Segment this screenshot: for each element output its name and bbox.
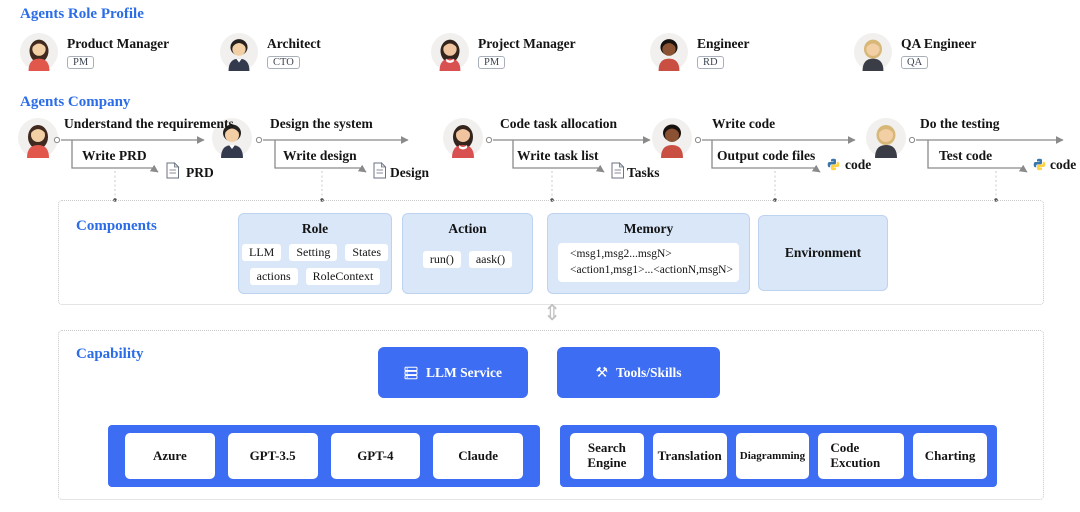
workflow-task-label: Write code <box>712 116 776 131</box>
role-name: Architect <box>267 36 321 51</box>
role-attr-chip: Setting <box>289 244 338 261</box>
document-icon <box>373 162 387 179</box>
card-title: Role <box>301 221 329 236</box>
tool-card: Translation <box>652 433 727 479</box>
exchange-arrow-icon: ⇕ <box>543 301 562 326</box>
components-section <box>58 200 1044 305</box>
server-icon <box>404 366 418 379</box>
role-badge: PM <box>478 55 506 69</box>
memory-line: <action1,msg1>...<actionN,msgN> <box>570 263 733 276</box>
tool-card: Code Excution <box>818 433 905 479</box>
environment-component-card: Environment <box>758 215 888 291</box>
role-card-architect: Architect CTO <box>220 33 321 71</box>
connector-dot <box>485 136 493 144</box>
workflow-avatar-product-manager-icon <box>18 118 58 158</box>
llm-providers-bar: Azure GPT-3.5 GPT-4 Claude <box>108 425 540 487</box>
role-attr-chip: States <box>345 244 389 261</box>
tools-skills-button: ⚒ Tools/Skills <box>557 347 720 398</box>
connector-dot <box>694 136 702 144</box>
workflow-task-label: Do the testing <box>920 116 1000 131</box>
card-title: Memory <box>623 221 674 236</box>
avatar-project-manager-icon <box>431 33 469 71</box>
workflow-action-label: Write task list <box>517 148 599 163</box>
role-attr-chip: RoleContext <box>305 268 381 285</box>
workflow-task-label: Code task allocation <box>500 116 618 131</box>
card-title: Environment <box>784 245 862 260</box>
memory-line: <msg1,msg2...msgN> <box>570 248 672 260</box>
workflow-artifact-label: Design <box>390 165 430 180</box>
workflow-action-label: Write design <box>283 148 357 163</box>
role-card-qa-engineer: QA Engineer QA <box>854 33 976 71</box>
tool-card: Charting <box>913 433 987 479</box>
workflow-avatar-engineer-icon <box>652 118 692 158</box>
tool-card: Diagramming <box>735 433 810 479</box>
capability-label: Capability <box>76 346 144 362</box>
workflow-artifact-label: code <box>1050 157 1077 172</box>
tools-bar: Search Engine Translation Diagramming Co… <box>560 425 997 487</box>
action-method-chip: aask() <box>468 251 513 268</box>
memory-content-box: <msg1,msg2...msgN> <action1,msg1>...<act… <box>558 243 739 283</box>
llm-provider-card: Claude <box>433 433 523 479</box>
workflow-avatar-architect-icon <box>212 118 252 158</box>
action-component-card: Action run() aask() <box>402 213 533 294</box>
role-badge: QA <box>901 55 929 69</box>
role-card-project-manager: Project Manager PM <box>431 33 576 71</box>
role-card-engineer: Engineer RD <box>650 33 750 71</box>
role-badge: RD <box>697 55 724 69</box>
workflow-avatar-project-manager-icon <box>443 118 483 158</box>
hammer-wrench-icon: ⚒ <box>595 364 608 381</box>
connector-dot <box>255 136 263 144</box>
role-name: Project Manager <box>478 36 576 51</box>
action-method-chip: run() <box>422 251 461 268</box>
card-title: Action <box>448 221 487 236</box>
tools-skills-button-label: Tools/Skills <box>616 364 682 380</box>
workflow-action-label: Write PRD <box>82 148 147 163</box>
role-component-card: Role LLM Setting States actions RoleCont… <box>238 213 392 294</box>
connector-dot <box>908 136 916 144</box>
avatar-architect-icon <box>220 33 258 71</box>
document-icon <box>611 162 625 179</box>
workflow-task-label: Design the system <box>270 116 373 131</box>
capability-section <box>58 330 1044 500</box>
workflow-task-label: Understand the requirements <box>64 116 234 131</box>
components-label: Components <box>76 218 157 234</box>
python-icon <box>1033 158 1046 171</box>
section-heading-agents-role-profile: Agents Role Profile <box>20 6 144 22</box>
workflow-artifact-label: code <box>845 157 872 172</box>
llm-service-button: LLM Service <box>378 347 528 398</box>
memory-component-card: Memory <msg1,msg2...msgN> <action1,msg1>… <box>547 213 750 294</box>
role-name: Product Manager <box>67 36 170 51</box>
workflow-artifact-label: PRD <box>186 165 214 180</box>
python-icon <box>827 158 840 171</box>
workflow-action-label: Test code <box>939 148 993 163</box>
avatar-engineer-icon <box>650 33 688 71</box>
llm-service-button-label: LLM Service <box>425 364 503 380</box>
role-badge: CTO <box>267 55 300 69</box>
workflow-action-label: Output code files <box>717 148 816 163</box>
role-attr-chip: LLM <box>241 244 282 261</box>
workflow-avatar-qa-engineer-icon <box>866 118 906 158</box>
llm-provider-card: Azure <box>125 433 215 479</box>
tool-card: Search Engine <box>570 433 644 479</box>
llm-provider-card: GPT-3.5 <box>227 433 318 479</box>
role-attr-chip: actions <box>249 268 298 285</box>
section-heading-agents-company: Agents Company <box>20 94 131 110</box>
role-name: Engineer <box>697 36 750 51</box>
avatar-qa-engineer-icon <box>854 33 892 71</box>
avatar-product-manager-icon <box>20 33 58 71</box>
workflow-artifact-label: Tasks <box>627 165 660 180</box>
role-name: QA Engineer <box>901 36 977 51</box>
document-icon <box>166 162 180 179</box>
role-badge: PM <box>67 55 95 69</box>
llm-provider-card: GPT-4 <box>330 433 421 479</box>
role-card-product-manager: Product Manager PM <box>20 33 169 71</box>
